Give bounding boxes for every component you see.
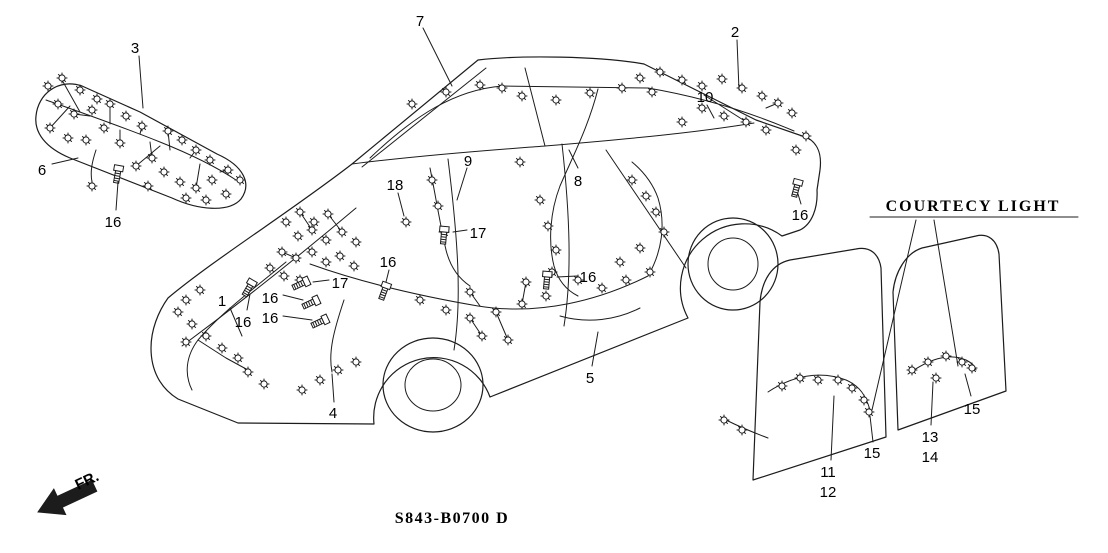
- callout-4: 4: [329, 405, 337, 422]
- rear-wheel: [687, 217, 779, 311]
- callout-16-front-c: 16: [262, 310, 279, 327]
- callout-11: 11: [820, 464, 836, 481]
- callout-5: 5: [586, 370, 594, 387]
- callout-15-rear-door: 15: [964, 401, 981, 418]
- courtesy-light-label: COURTECY LIGHT: [886, 198, 1061, 215]
- callout-17-lower: 17: [332, 275, 349, 292]
- floor-harness-main: [309, 263, 649, 310]
- callout-labels: 1 2 3 4 5 6 7 8 9 10 11 12 13 14 15 15 1…: [38, 13, 981, 501]
- callout-15-front-door: 15: [864, 445, 881, 462]
- callout-16-front-a: 16: [235, 314, 252, 331]
- front-harness-assembly: [35, 79, 247, 209]
- callout-7: 7: [416, 13, 424, 30]
- rear-quarter-branch: [631, 161, 663, 277]
- callout-16-floor: 16: [580, 269, 597, 286]
- callout-16-front-b: 16: [262, 290, 279, 307]
- harness-roof: [369, 85, 649, 159]
- floor-harness-branches: [281, 211, 641, 373]
- rear-wheel-hub: [707, 237, 759, 291]
- roof-harness-line: [369, 85, 649, 159]
- courtesy-light-heading: COURTECY LIGHT: [869, 198, 1079, 218]
- callout-16-mid: 16: [380, 254, 397, 271]
- callout-8: 8: [574, 173, 582, 190]
- callout-16-rear: 16: [792, 207, 809, 224]
- callout-3: 3: [131, 40, 139, 57]
- callout-2: 2: [731, 24, 739, 41]
- assembly-harness-trunk: [45, 99, 237, 181]
- rear-door-outline: [892, 234, 1007, 431]
- front-door-outline: [752, 247, 887, 481]
- car-body: [150, 56, 822, 433]
- callout-17-upper: 17: [470, 225, 487, 242]
- callout-16-assembly: 16: [105, 214, 122, 231]
- callout-13: 13: [922, 429, 939, 446]
- front-wheel: [382, 337, 484, 433]
- callout-1: 1: [218, 293, 226, 310]
- callout-18: 18: [387, 177, 404, 194]
- fr-arrow-icon: [37, 479, 98, 516]
- leader-lines: [51, 27, 972, 461]
- car-outline: [150, 56, 822, 425]
- callout-9: 9: [464, 153, 472, 170]
- assembly-harness-branches: [49, 79, 229, 189]
- a-pillar-harness-line: [429, 167, 471, 287]
- callout-10: 10: [697, 89, 714, 106]
- a-pillar-line: [361, 67, 487, 168]
- harness-a-pillar: [429, 167, 471, 287]
- callout-12: 12: [820, 484, 837, 501]
- door-seam-front: [447, 158, 459, 351]
- callout-14: 14: [922, 449, 939, 466]
- b-pillar-harness-line: [550, 88, 599, 297]
- courtesy-light-leader-lines: [871, 219, 959, 411]
- part-code-label: S843-B0700 D: [395, 510, 509, 527]
- callout-6: 6: [38, 162, 46, 179]
- door-seam-rear: [561, 143, 570, 327]
- front-wheel-hub: [404, 358, 462, 412]
- b-pillar-line: [524, 67, 546, 147]
- cabin-structure-line: [605, 149, 687, 269]
- harness-b-pillar: [550, 88, 599, 297]
